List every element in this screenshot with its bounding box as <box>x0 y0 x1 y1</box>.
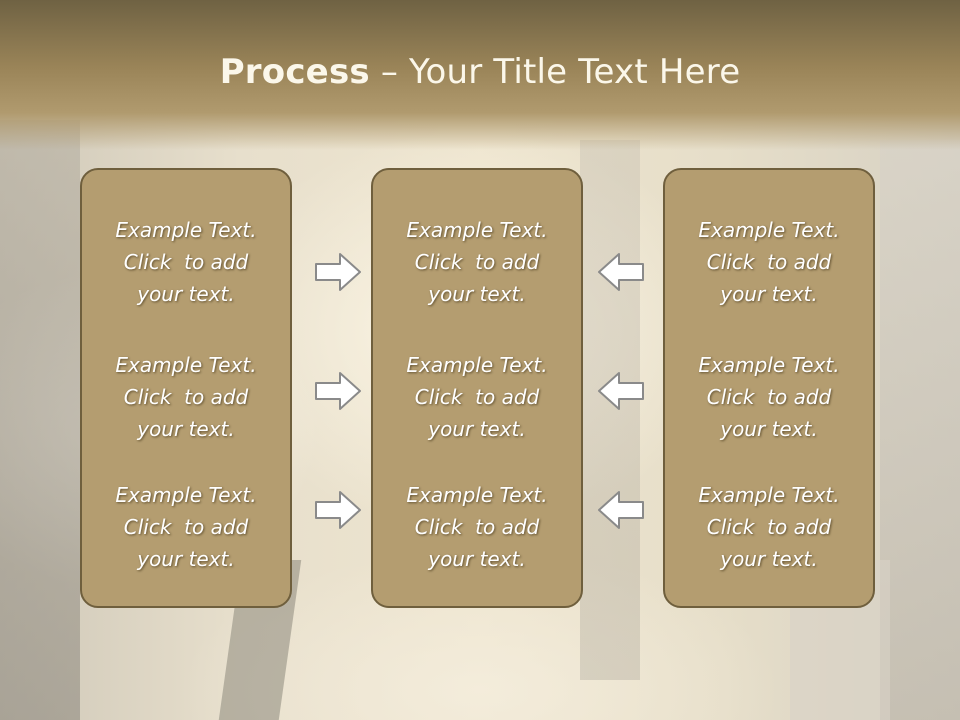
process-panel-left[interactable]: Example Text. Click to add your text. Ex… <box>80 168 292 608</box>
arrow-right-icon <box>315 491 361 529</box>
text-line: your text. <box>428 417 526 441</box>
background-shape <box>580 140 640 680</box>
text-line: Example Text. <box>406 218 548 242</box>
text-placeholder[interactable]: Example Text. Click to add your text. <box>373 214 581 310</box>
text-line: Example Text. <box>698 353 840 377</box>
text-placeholder[interactable]: Example Text. Click to add your text. <box>665 349 873 445</box>
text-line: Example Text. <box>115 218 257 242</box>
title-bar <box>0 0 960 150</box>
text-line: Click to add <box>123 385 249 409</box>
arrow-left-icon <box>598 491 644 529</box>
text-line: Click to add <box>123 515 249 539</box>
text-line: Click to add <box>414 385 540 409</box>
background-shape <box>0 120 80 720</box>
text-line: Example Text. <box>115 353 257 377</box>
text-line: Example Text. <box>698 483 840 507</box>
text-placeholder[interactable]: Example Text. Click to add your text. <box>373 349 581 445</box>
arrow-left-icon <box>598 253 644 291</box>
text-placeholder[interactable]: Example Text. Click to add your text. <box>665 479 873 575</box>
text-line: your text. <box>137 547 235 571</box>
arrow-left-icon <box>598 372 644 410</box>
process-panel-right[interactable]: Example Text. Click to add your text. Ex… <box>663 168 875 608</box>
text-line: your text. <box>720 282 818 306</box>
text-line: Example Text. <box>115 483 257 507</box>
text-placeholder[interactable]: Example Text. Click to add your text. <box>82 479 290 575</box>
arrow-right-icon <box>315 253 361 291</box>
process-panel-center[interactable]: Example Text. Click to add your text. Ex… <box>371 168 583 608</box>
text-line: your text. <box>137 417 235 441</box>
text-line: your text. <box>428 547 526 571</box>
text-line: Click to add <box>123 250 249 274</box>
title-rest: – Your Title Text Here <box>369 52 741 92</box>
text-line: Click to add <box>414 515 540 539</box>
text-line: Example Text. <box>698 218 840 242</box>
text-line: Click to add <box>414 250 540 274</box>
text-line: Click to add <box>706 385 832 409</box>
text-placeholder[interactable]: Example Text. Click to add your text. <box>82 349 290 445</box>
slide-title[interactable]: Process – Your Title Text Here <box>0 52 960 92</box>
text-placeholder[interactable]: Example Text. Click to add your text. <box>665 214 873 310</box>
text-line: Click to add <box>706 250 832 274</box>
text-line: your text. <box>720 547 818 571</box>
text-placeholder[interactable]: Example Text. Click to add your text. <box>82 214 290 310</box>
text-line: Example Text. <box>406 483 548 507</box>
title-bold: Process <box>219 52 370 92</box>
text-line: your text. <box>720 417 818 441</box>
text-line: your text. <box>137 282 235 306</box>
text-line: your text. <box>428 282 526 306</box>
arrow-right-icon <box>315 372 361 410</box>
text-placeholder[interactable]: Example Text. Click to add your text. <box>373 479 581 575</box>
text-line: Example Text. <box>406 353 548 377</box>
text-line: Click to add <box>706 515 832 539</box>
background-shape <box>880 140 960 720</box>
